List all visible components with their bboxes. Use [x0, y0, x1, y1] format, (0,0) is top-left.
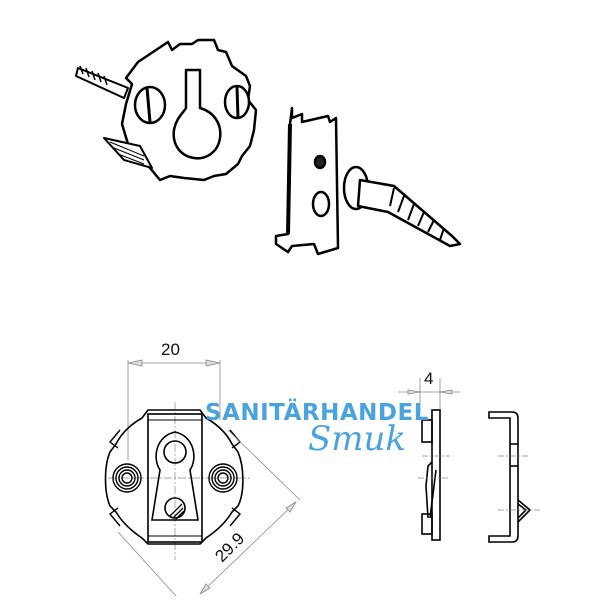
dimension-label-thickness: 4: [424, 369, 433, 388]
iso-screw-left: [75, 65, 129, 99]
clip-small-hole: [313, 154, 327, 170]
side-view-section: 4: [398, 369, 460, 541]
dimension-20: [127, 359, 221, 460]
front-view: 20: [104, 340, 301, 597]
keyhole: [172, 68, 222, 160]
iso-mounting-plate: [75, 38, 258, 182]
iso-screw-right: [342, 165, 462, 248]
iso-clip-bracket: [274, 106, 340, 256]
dimension-label-width: 20: [161, 340, 180, 359]
watermark-line1: SANITÄRHANDEL: [205, 400, 429, 426]
side-view-clip: [488, 411, 540, 543]
clip-large-hole: [311, 190, 331, 218]
dimension-label-diagonal: 29.9: [211, 529, 248, 566]
watermark-line2: Smuk: [308, 419, 407, 459]
dimension-29-9: [117, 429, 301, 597]
